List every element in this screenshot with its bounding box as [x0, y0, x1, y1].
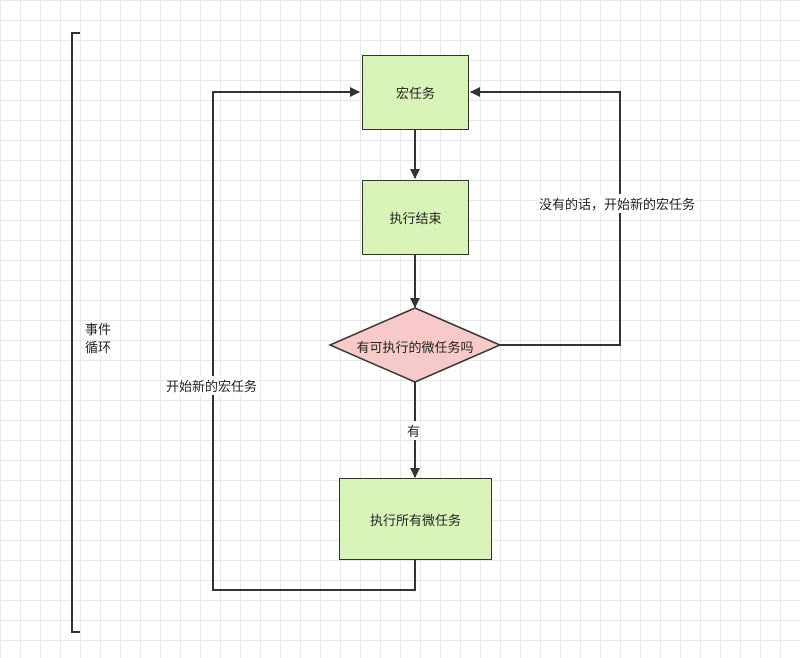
yes-edge-label: 有	[407, 421, 421, 440]
decision-diamond-shape	[328, 307, 502, 383]
event-loop-label-line1: 事件	[85, 323, 112, 338]
decision-node-label: 有可执行的微任务吗	[356, 341, 474, 356]
edge-decision-to-macro	[470, 87, 621, 346]
exec-end-node: 执行结束	[362, 180, 469, 255]
event-loop-label: 事件 循环	[85, 322, 111, 358]
macro-task-node: 宏任务	[362, 55, 469, 130]
loop-edge-label: 开始新的宏任务	[166, 376, 258, 395]
event-loop-label-line2: 循环	[85, 341, 112, 356]
exec-all-micro-node: 执行所有微任务	[339, 478, 492, 560]
no-edge-label: 没有的话，开始新的宏任务	[539, 194, 696, 213]
edge-micro-to-macro	[212, 87, 416, 591]
event-loop-bracket	[71, 32, 80, 633]
